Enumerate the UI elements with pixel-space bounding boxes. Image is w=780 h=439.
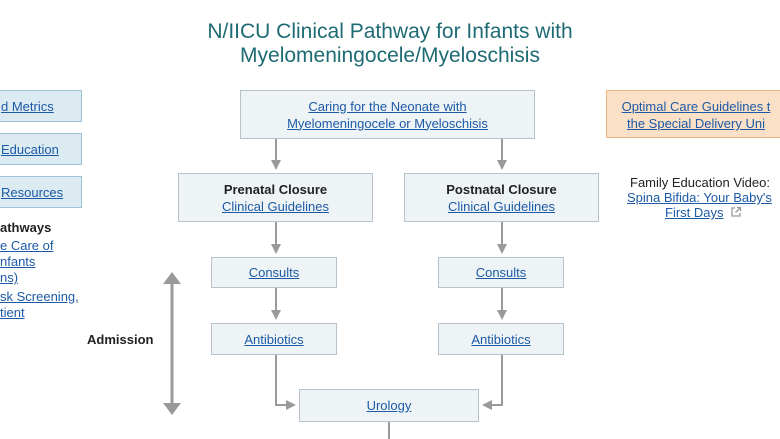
sidebar-resources-link[interactable]: Resources (1, 184, 64, 200)
admission-double-arrow (163, 272, 181, 415)
sidebar-pathway-link-1-line-2[interactable]: nfants (0, 254, 36, 269)
sidebar-metrics-link[interactable]: d Metrics (1, 98, 54, 114)
external-link-icon (730, 206, 742, 221)
optimal-care-guidelines-link-line-1[interactable]: Optimal Care Guidelines t (621, 99, 771, 114)
consults-box-left[interactable]: Consults (211, 257, 337, 288)
family-education-video-link-line-2[interactable]: First Days (665, 205, 724, 220)
postnatal-closure-title: Postnatal Closure (446, 181, 557, 197)
connector-antibiotics-right-to-urology (482, 355, 503, 410)
page-title: N/IICU Clinical Pathway for Infants with… (0, 20, 780, 68)
antibiotics-link-right[interactable]: Antibiotics (471, 331, 531, 347)
consults-link-right[interactable]: Consults (475, 265, 527, 280)
sidebar-pathway-link-2-line-2[interactable]: tient (0, 305, 25, 320)
caring-for-neonate-link-line-2[interactable]: Myelomeningocele or Myeloschisis (287, 115, 488, 131)
prenatal-clinical-guidelines-link[interactable]: Clinical Guidelines (222, 198, 329, 214)
consults-link-left[interactable]: Consults (248, 265, 300, 280)
admission-label: Admission (87, 332, 154, 347)
family-education-video-caption: Family Education Video: (630, 175, 770, 190)
postnatal-closure-box[interactable]: Postnatal Closure Clinical Guidelines (404, 173, 599, 222)
sidebar-resources-box[interactable]: Resources (0, 176, 82, 208)
page-title-line-2: Myelomeningocele/Myeloschisis (240, 44, 540, 67)
consults-box-right[interactable]: Consults (438, 257, 564, 288)
postnatal-clinical-guidelines-link[interactable]: Clinical Guidelines (448, 198, 555, 214)
sidebar-pathway-link-1-line-3[interactable]: ns) (0, 270, 19, 285)
sidebar-pathway-link-2[interactable]: sk Screening, tient (0, 289, 79, 321)
optimal-care-guidelines-box[interactable]: Optimal Care Guidelines t the Special De… (606, 90, 780, 138)
antibiotics-box-right[interactable]: Antibiotics (438, 323, 564, 355)
optimal-care-guidelines-link-line-2[interactable]: the Special Delivery Uni (626, 116, 765, 131)
urology-link[interactable]: Urology (366, 398, 412, 413)
sidebar-metrics-box[interactable]: d Metrics (0, 90, 82, 122)
sidebar-pathway-link-1[interactable]: e Care of nfants ns) (0, 238, 53, 286)
page-title-line-1: N/IICU Clinical Pathway for Infants with (207, 20, 573, 43)
caring-for-neonate-link-line-1[interactable]: Caring for the Neonate with (308, 98, 467, 114)
antibiotics-link-left[interactable]: Antibiotics (244, 331, 304, 347)
prenatal-closure-title: Prenatal Closure (223, 181, 328, 197)
sidebar-pathway-link-2-line-1[interactable]: sk Screening, (0, 289, 79, 304)
connector-antibiotics-left-to-urology (275, 355, 296, 410)
caring-for-neonate-box[interactable]: Caring for the Neonate with Myelomeningo… (240, 90, 535, 139)
sidebar-education-link[interactable]: Education (1, 141, 59, 157)
prenatal-closure-box[interactable]: Prenatal Closure Clinical Guidelines (178, 173, 373, 222)
sidebar-pathways-heading: athways (0, 220, 52, 235)
antibiotics-box-left[interactable]: Antibiotics (211, 323, 337, 355)
family-education-video-link-line-2-wrap[interactable]: First Days (665, 205, 742, 221)
urology-box[interactable]: Urology (299, 389, 479, 422)
family-education-video-link-line-1[interactable]: Spina Bifida: Your Baby's (627, 190, 772, 205)
sidebar-education-box[interactable]: Education (0, 133, 82, 165)
sidebar-pathway-link-1-line-1[interactable]: e Care of (0, 238, 54, 253)
